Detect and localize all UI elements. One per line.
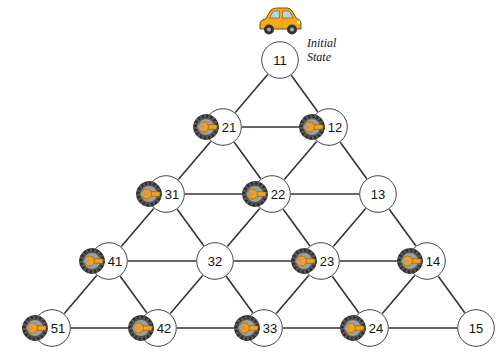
transition-line bbox=[226, 276, 253, 312]
state-circle: 31 bbox=[147, 175, 185, 213]
state-number: 21 bbox=[222, 121, 236, 134]
transition-line bbox=[284, 141, 316, 179]
transition-line bbox=[234, 142, 261, 178]
state-circle: 42 bbox=[139, 309, 177, 347]
transition-line bbox=[340, 142, 367, 178]
repair-icon bbox=[79, 248, 105, 274]
repair-icon bbox=[22, 315, 48, 341]
transition-line bbox=[438, 276, 465, 312]
transition-line bbox=[283, 209, 310, 245]
state-circle: 21 bbox=[204, 108, 242, 146]
state-number: 32 bbox=[208, 255, 222, 268]
state-number: 42 bbox=[157, 322, 171, 335]
repair-icon bbox=[340, 315, 366, 341]
transition-line bbox=[227, 208, 259, 246]
state-number: 14 bbox=[426, 255, 440, 268]
car-icon bbox=[257, 4, 304, 38]
state-number: 12 bbox=[328, 121, 342, 134]
transition-line bbox=[64, 275, 96, 313]
repair-icon bbox=[234, 315, 260, 341]
state-circle: 12 bbox=[310, 108, 348, 146]
repair-icon bbox=[299, 114, 325, 140]
repair-icon bbox=[193, 114, 219, 140]
state-note: Initial State bbox=[307, 37, 347, 65]
state-circle: 22 bbox=[253, 175, 291, 213]
state-number: 41 bbox=[108, 255, 122, 268]
repair-icon bbox=[242, 181, 268, 207]
transition-line bbox=[178, 141, 210, 179]
transition-line bbox=[276, 275, 308, 313]
state-number: 11 bbox=[273, 54, 287, 67]
state-number: 13 bbox=[371, 188, 385, 201]
state-circle: 15 bbox=[457, 309, 495, 347]
transition-line bbox=[235, 74, 267, 112]
state-circle: 11 bbox=[261, 41, 299, 79]
transition-line bbox=[291, 75, 318, 111]
repair-icon bbox=[397, 248, 423, 274]
repair-icon bbox=[128, 315, 154, 341]
state-circle: 24 bbox=[351, 309, 389, 347]
transition-line bbox=[389, 327, 457, 329]
state-number: 31 bbox=[165, 188, 179, 201]
state-number: 33 bbox=[263, 322, 277, 335]
transition-line bbox=[333, 208, 365, 246]
transition-line bbox=[382, 275, 414, 313]
state-circle: 32 bbox=[196, 242, 234, 280]
transition-line bbox=[291, 193, 359, 195]
transition-line bbox=[389, 209, 416, 245]
state-number: 51 bbox=[51, 322, 65, 335]
state-circle: 23 bbox=[302, 242, 340, 280]
transition-line bbox=[120, 276, 147, 312]
state-circle: 41 bbox=[90, 242, 128, 280]
transition-line bbox=[177, 209, 204, 245]
transition-line bbox=[332, 276, 359, 312]
transition-line bbox=[121, 208, 153, 246]
state-circle: 51 bbox=[33, 309, 71, 347]
state-number: 22 bbox=[271, 188, 285, 201]
repair-icon bbox=[136, 181, 162, 207]
transition-line bbox=[128, 260, 196, 262]
state-circle: 13 bbox=[359, 175, 397, 213]
state-circle: 33 bbox=[245, 309, 283, 347]
state-number: 15 bbox=[469, 322, 483, 335]
state-number: 24 bbox=[369, 322, 383, 335]
repair-icon bbox=[291, 248, 317, 274]
state-number: 23 bbox=[320, 255, 334, 268]
transition-line bbox=[170, 275, 202, 313]
state-circle: 14 bbox=[408, 242, 446, 280]
